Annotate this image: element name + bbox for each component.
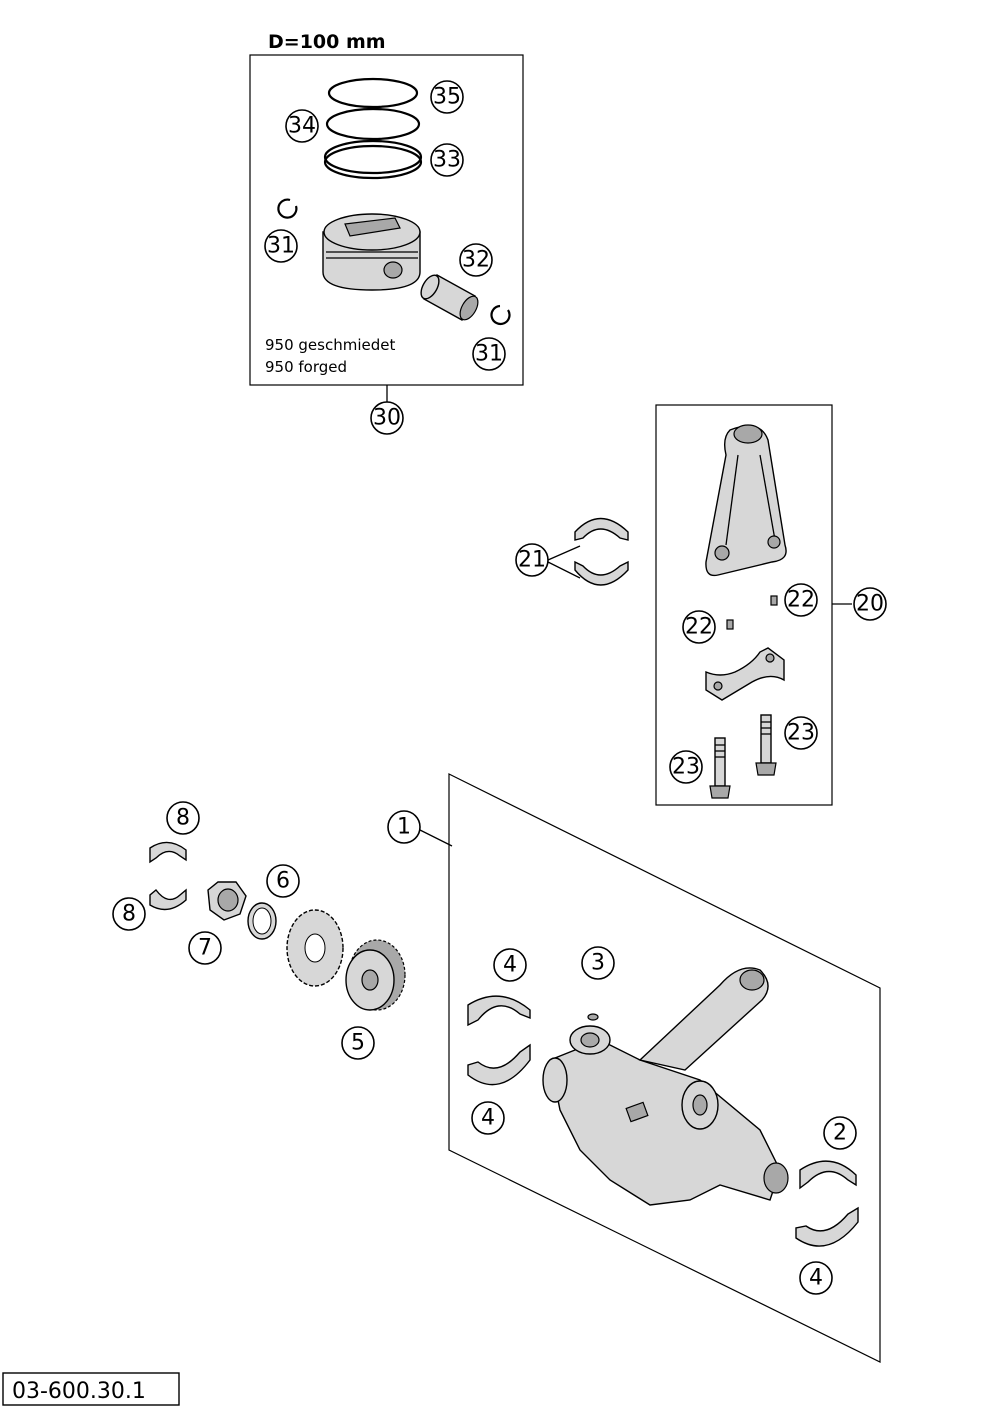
piston-diameter-heading: D=100 mm [268,31,386,53]
svg-text:7: 7 [198,936,212,961]
conrod-bearing-shells [547,517,629,586]
diagram-code-box: 03-600.30.1 [2,1372,180,1406]
connecting-rod-frame [655,404,833,806]
piston-pin-circlip-right [490,304,511,326]
callout-22-left: 22 [682,610,716,644]
callout-33: 33 [430,143,464,177]
svg-text:8: 8 [122,902,136,927]
main-bearing-shells-right [795,1160,859,1247]
svg-text:1: 1 [397,815,411,840]
callout-5: 5 [341,1026,375,1060]
piston-group: D=100 mm [249,31,524,402]
callout-23-left: 23 [669,750,703,784]
svg-text:31: 31 [475,342,503,367]
main-bearing-shells-left [467,995,531,1086]
svg-text:4: 4 [481,1106,495,1131]
svg-text:35: 35 [433,85,461,110]
callout-4-bottom: 4 [799,1261,833,1295]
svg-text:2: 2 [833,1121,847,1146]
connecting-rod-cap [705,647,785,701]
callout-30: 30 [370,401,404,435]
svg-text:30: 30 [373,406,401,431]
svg-text:33: 33 [433,148,461,173]
piston-pin-circlip-left [277,198,298,219]
svg-text:23: 23 [787,721,815,746]
svg-text:5: 5 [351,1031,365,1056]
piston-ring-oil [323,139,423,180]
diagram-code-text: 03-600.30.1 [12,1379,146,1404]
piston-ring-middle [325,107,421,141]
crankshaft-frame [448,773,881,1363]
svg-text:32: 32 [462,248,490,273]
callout-8-top: 8 [166,801,200,835]
svg-text:23: 23 [672,755,700,780]
callout-1: 1 [387,810,421,844]
callout-8-left: 8 [112,897,146,931]
callout-23-right: 23 [784,716,818,750]
balancer-drive-parts [149,841,406,1011]
svg-text:8: 8 [176,806,190,831]
piston-note-english: 950 forged [265,358,347,376]
connecting-rod-group [655,404,852,806]
svg-text:3: 3 [591,951,605,976]
callout-7: 7 [188,931,222,965]
callout-34: 34 [285,109,319,143]
dowel-pin-right [770,595,778,606]
svg-text:4: 4 [503,953,517,978]
dowel-pin-left [726,619,734,630]
callout-3: 3 [581,946,615,980]
svg-text:6: 6 [276,869,290,894]
svg-text:21: 21 [518,548,546,573]
callout-4-top: 4 [493,948,527,982]
svg-text:20: 20 [856,592,884,617]
piston-pin [420,274,479,321]
bearing-shell-upper [149,841,187,864]
callout-35: 35 [430,80,464,114]
crankshaft [542,967,789,1206]
drive-gear [286,909,344,987]
crankshaft-group [419,773,881,1363]
svg-text:4: 4 [809,1266,823,1291]
callout-20: 20 [853,587,887,621]
callout-6: 6 [266,864,300,898]
balancer-gear [345,939,406,1011]
svg-text:22: 22 [685,615,713,640]
hex-nut [207,881,247,921]
washer [247,902,277,940]
callout-4-middle: 4 [471,1101,505,1135]
bearing-shell-lower [149,888,187,911]
connecting-rod-bolt-left [709,737,731,799]
callout-32: 32 [459,243,493,277]
callout-2: 2 [823,1116,857,1150]
piston-note-german: 950 geschmiedet [265,336,395,354]
piston-ring-top [327,77,419,109]
callout-31-right: 31 [472,337,506,371]
callout-31-left: 31 [264,229,298,263]
connecting-rod-bolt-right [755,714,777,776]
piston [322,213,421,291]
svg-text:31: 31 [267,234,295,259]
svg-text:34: 34 [288,114,316,139]
connecting-rod [705,424,787,577]
callout-22-right: 22 [784,583,818,617]
svg-text:22: 22 [787,588,815,613]
woodruff-key [587,1013,599,1021]
callout-21: 21 [515,543,549,577]
